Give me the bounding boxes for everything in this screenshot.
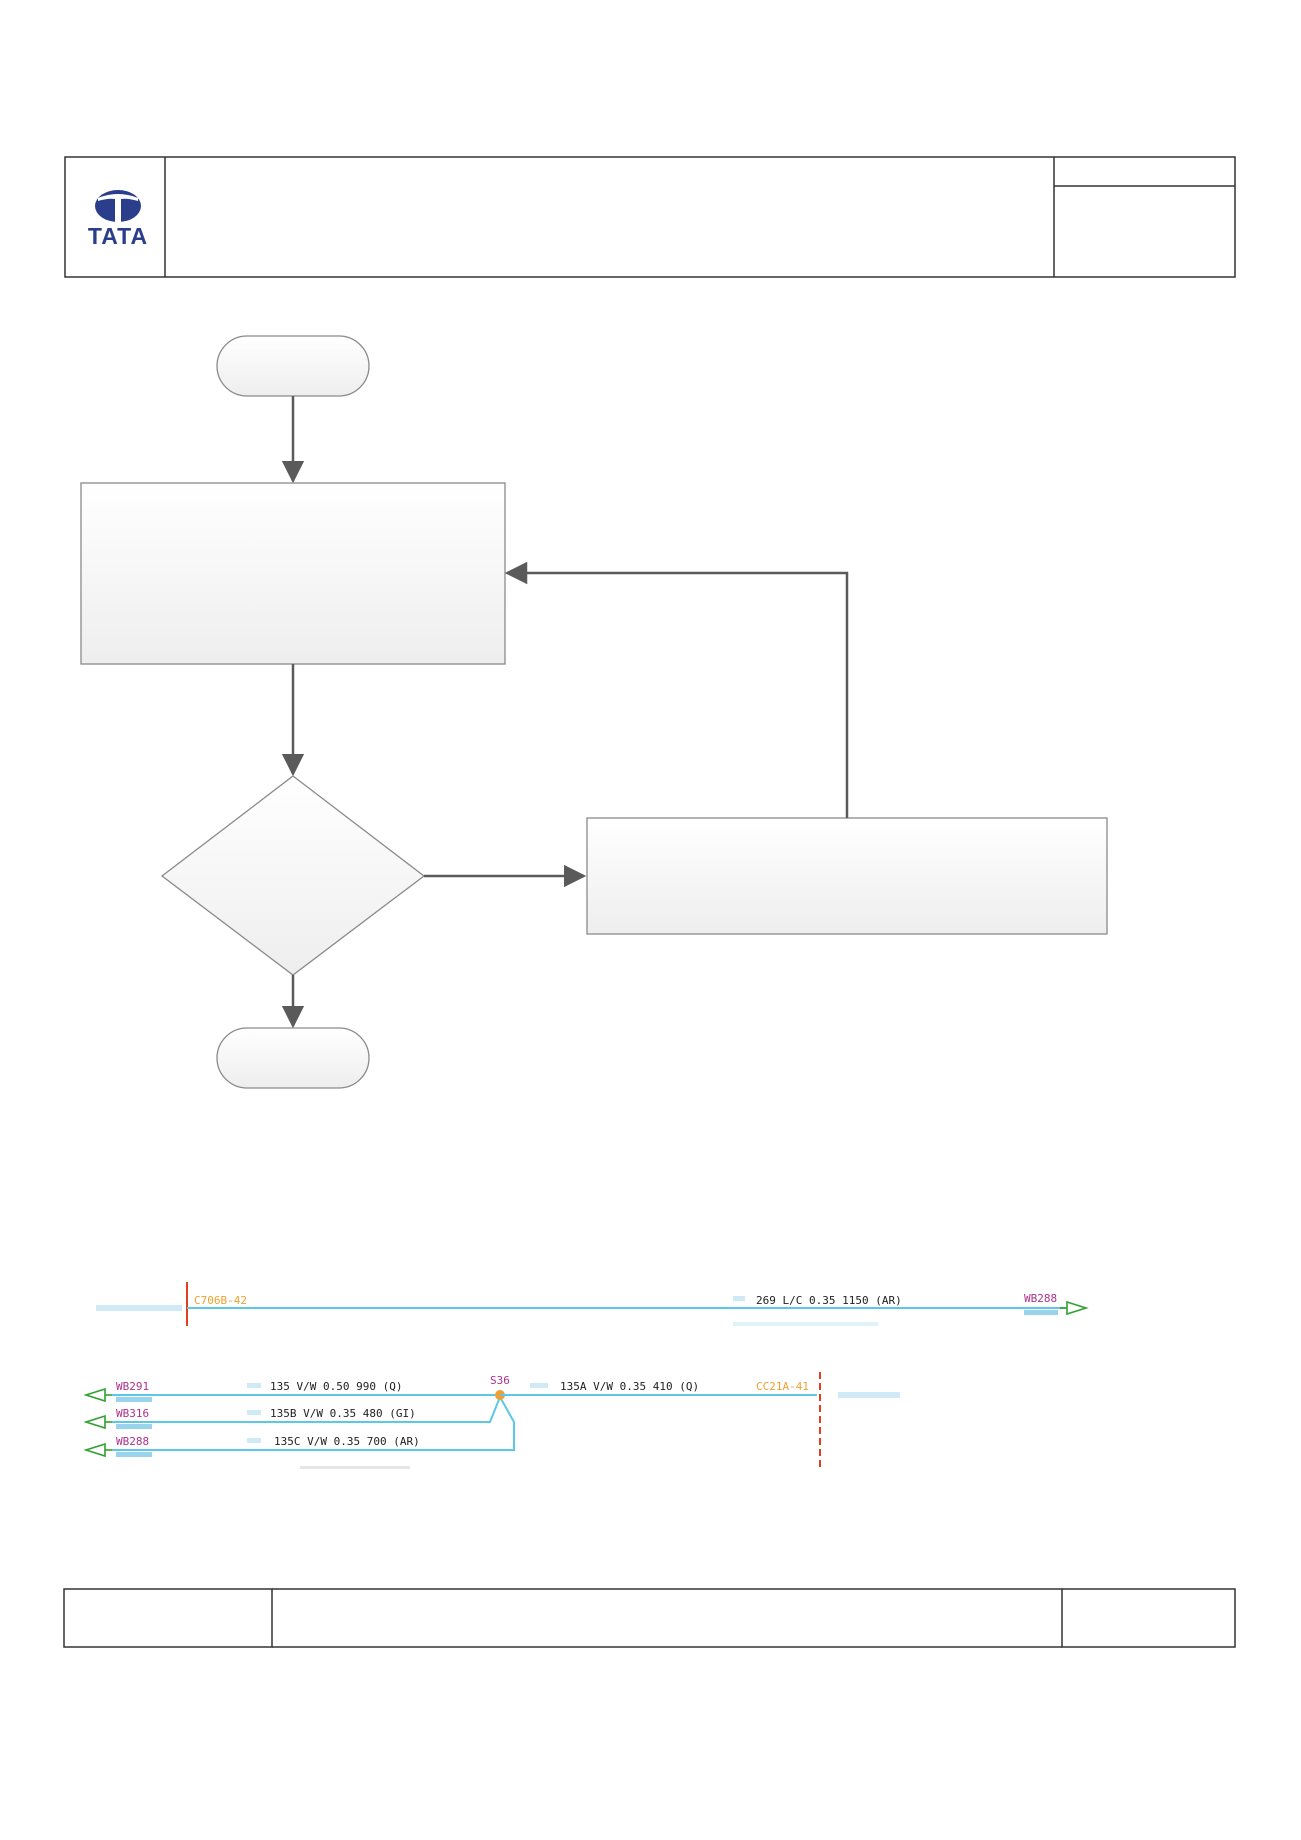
end-terminator [216,1027,370,1089]
main-wire-label: 135A V/W 0.35 410 (Q) [560,1380,699,1393]
tata-logo: TATA [88,190,148,249]
action-box [586,817,1108,935]
splice-label: S36 [490,1374,510,1387]
tata-emblem-icon [95,190,141,222]
arrow-left-icon [83,1387,106,1403]
header-block [64,156,1236,278]
row-1-subtag [116,1397,152,1402]
dest-tag: WB288 [1024,1292,1057,1305]
row-1-tag: WB291 [116,1380,149,1393]
start-terminator [216,335,370,397]
process-box-main [80,482,506,665]
connector-faint-label [838,1392,900,1398]
row-3-subtag [116,1452,152,1457]
row-2-wire [112,1396,501,1423]
decision-diamond [160,775,426,976]
row-2-subtag [116,1424,152,1429]
connector-label: C706B-42 [194,1294,247,1307]
arrow-right-icon [1066,1300,1089,1316]
row-3-tag: WB288 [116,1435,149,1448]
row-1-faint-marker [247,1383,261,1388]
row-1-wire-label: 135 V/W 0.50 990 (Q) [270,1380,402,1393]
wire-label: 269 L/C 0.35 1150 (AR) [756,1294,902,1307]
main-wire-faint-marker [530,1383,548,1388]
dest-subtag [1024,1310,1058,1315]
row-3-faint-row [300,1466,410,1469]
row-3-faint-marker [247,1438,261,1443]
wire-faint-row [733,1322,878,1326]
tata-logo-text: TATA [88,223,148,249]
row-2-tag: WB316 [116,1407,149,1420]
row-2-wire-label: 135B V/W 0.35 480 (GI) [270,1407,416,1420]
arrow-left-icon [83,1442,106,1458]
row-3-wire [112,1396,515,1451]
arrow-left-icon [83,1414,106,1430]
faint-origin-label [96,1305,182,1311]
footer-block [63,1588,1236,1648]
arrow-action-loop-back [504,561,849,818]
connector-label-bottom: CC21A-41 [756,1380,809,1393]
row-2-faint-marker [247,1410,261,1415]
flowchart [80,335,1108,1089]
row-3-wire-label: 135C V/W 0.35 700 (AR) [274,1435,420,1448]
wiring-diagram-bottom: WB291 135 V/W 0.50 990 (Q) WB316 135B V/… [83,1372,900,1470]
wiring-diagram-top: C706B-42 269 L/C 0.35 1150 (AR) WB288 [96,1282,1089,1326]
wire-faint-marker [733,1296,745,1301]
